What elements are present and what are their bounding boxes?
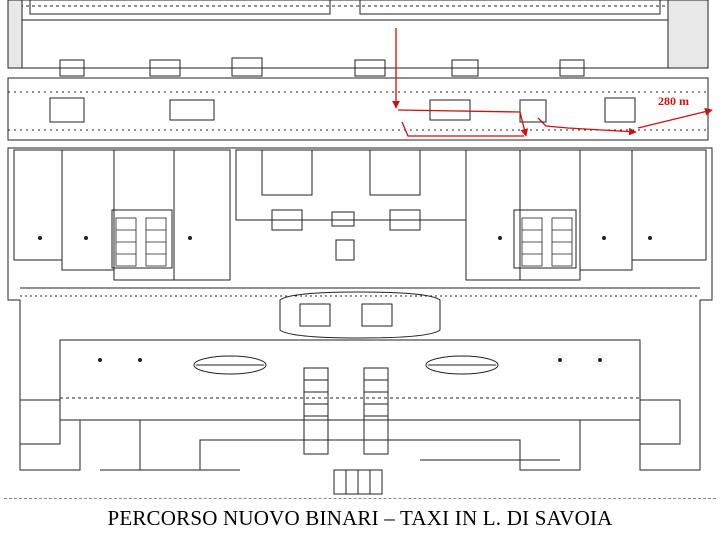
- plan-caption: PERCORSO NUOVO BINARI – TAXI IN L. DI SA…: [107, 506, 613, 530]
- route-final-segment: [637, 107, 713, 129]
- route-right-path: [537, 117, 637, 136]
- caption-separator: [4, 498, 716, 499]
- route-upper-path: [397, 109, 529, 137]
- column-dots: [38, 236, 652, 362]
- plan-linework: [7, 0, 713, 495]
- station-floor-plan: 280 m: [7, 0, 713, 495]
- route-lower-path: [401, 121, 524, 137]
- taxi-route: [392, 28, 713, 137]
- distance-label: 280 m: [658, 94, 689, 108]
